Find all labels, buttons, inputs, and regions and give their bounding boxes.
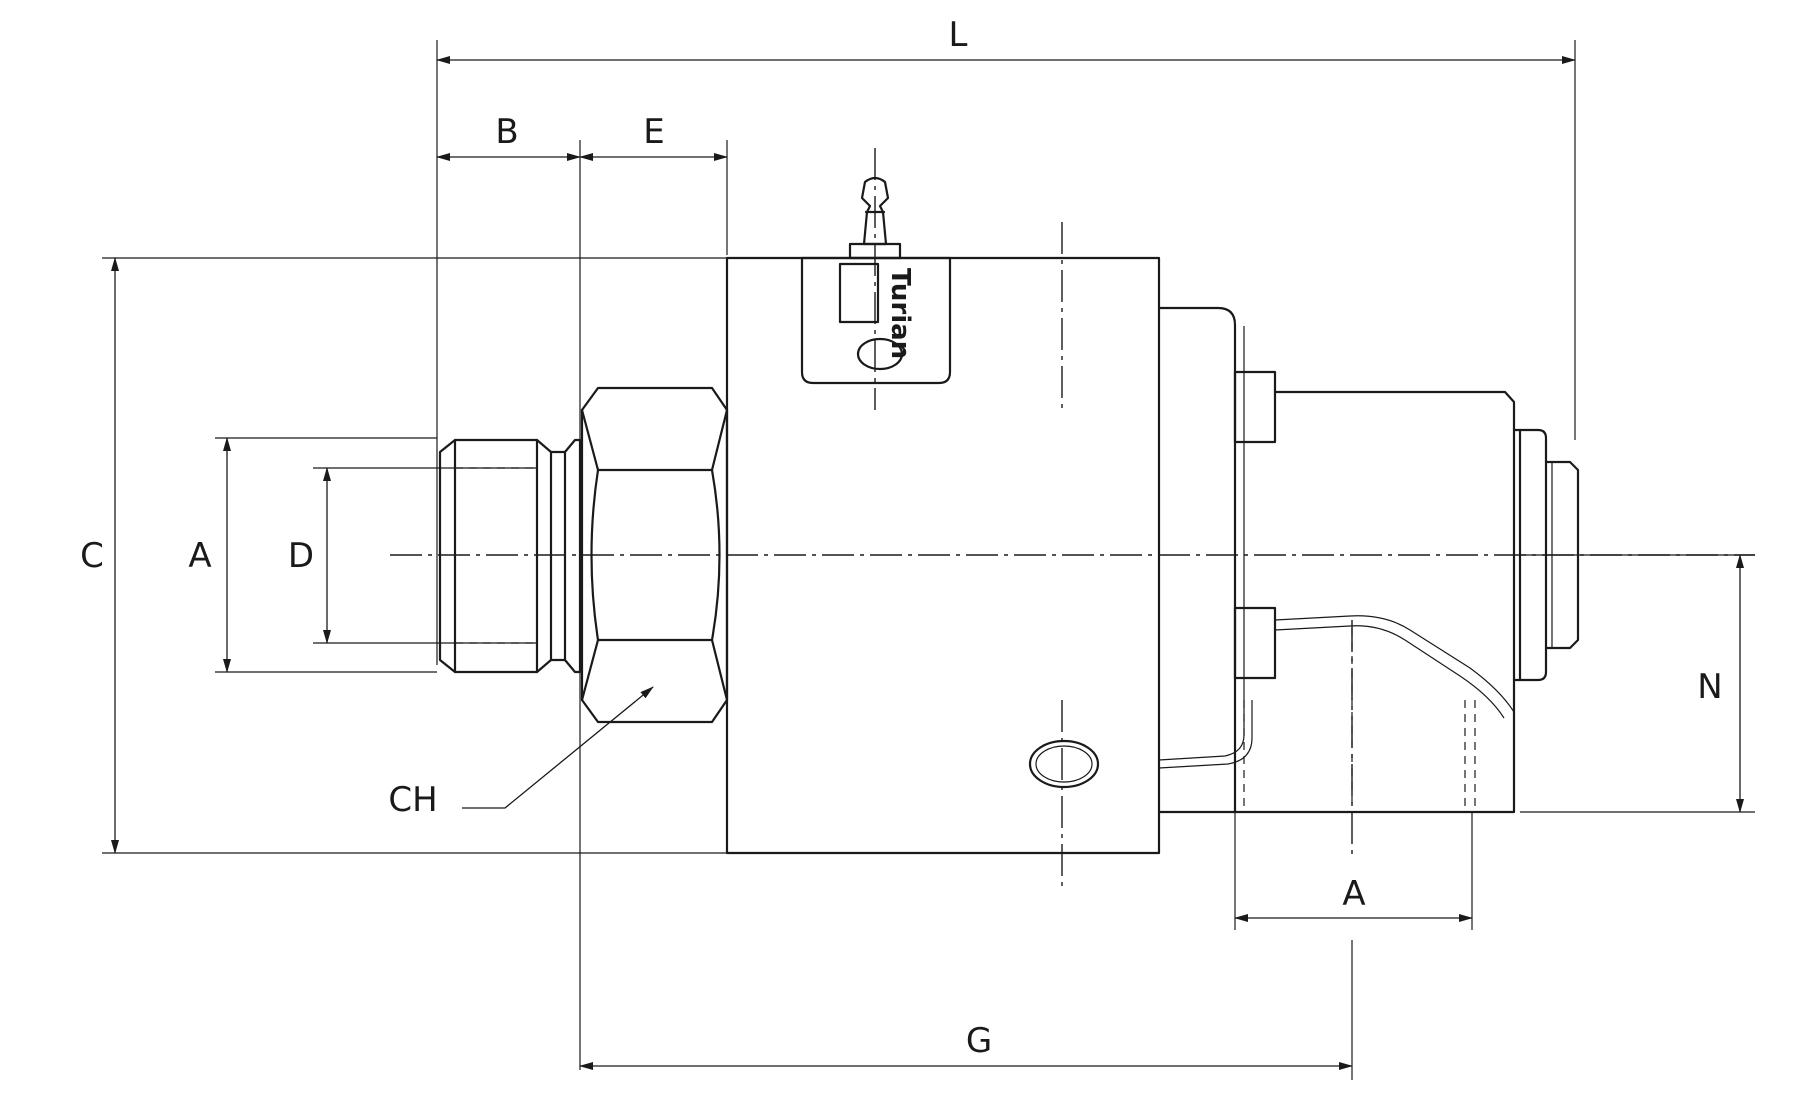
label-C: C bbox=[80, 536, 104, 576]
label-N: N bbox=[1697, 667, 1722, 707]
label-CH: CH bbox=[388, 780, 437, 820]
label-G: G bbox=[966, 1021, 992, 1061]
brand-tag: Turian bbox=[800, 256, 952, 385]
rotating-union-head bbox=[1157, 306, 1580, 814]
dimension-labels: L B E C A D CH N A G bbox=[80, 15, 1723, 1061]
label-B: B bbox=[495, 112, 518, 152]
label-L: L bbox=[949, 15, 968, 55]
threaded-connector bbox=[438, 438, 582, 674]
brand-logo: Turian bbox=[885, 268, 915, 359]
center-lines bbox=[390, 148, 1755, 890]
label-E: E bbox=[643, 112, 664, 152]
hex-nut bbox=[580, 386, 729, 724]
dimension-lines bbox=[111, 56, 1744, 1070]
side-port bbox=[1028, 739, 1100, 789]
label-A-left: A bbox=[188, 536, 211, 576]
grease-nipple bbox=[848, 176, 902, 260]
label-A-bottom: A bbox=[1342, 874, 1365, 914]
extension-lines bbox=[102, 40, 1755, 1080]
label-D: D bbox=[288, 536, 314, 576]
